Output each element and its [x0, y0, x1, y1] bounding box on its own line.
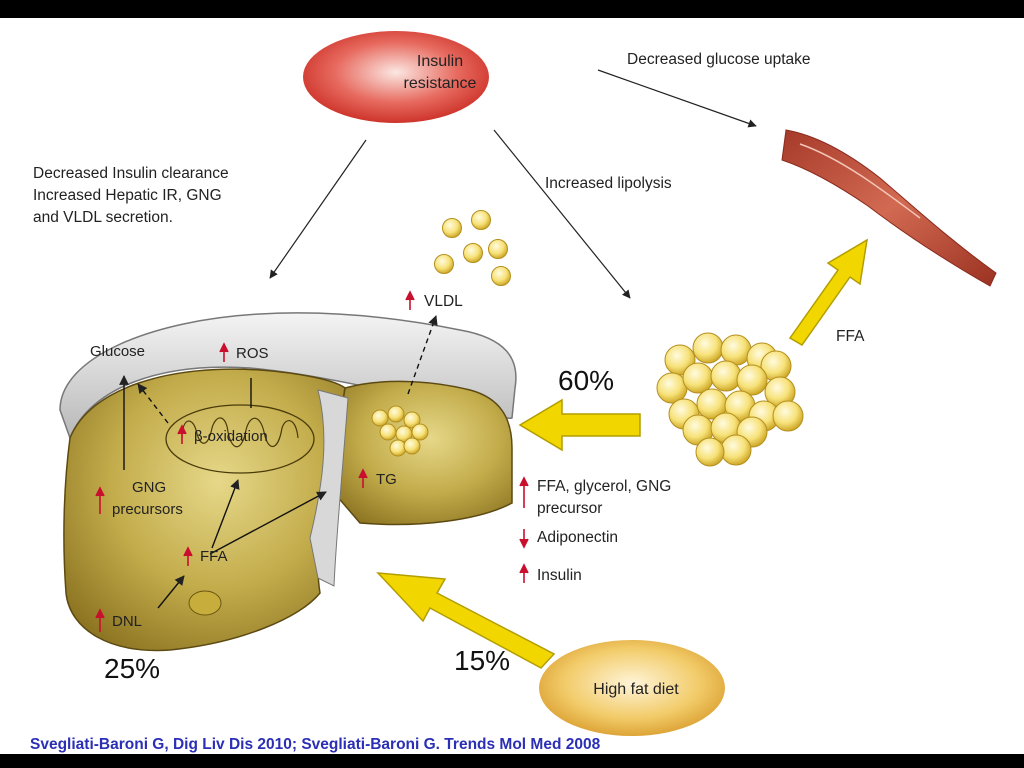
- insulin-resistance-label-line1: Insulin: [417, 53, 463, 70]
- svg-text:VLDL: VLDL: [424, 293, 463, 310]
- adipose-tissue-cluster: [656, 332, 804, 467]
- ffa-to-muscle-label: FFA: [836, 328, 865, 345]
- adipose-effects-list: FFA, glycerol, GNG precursor Adiponectin…: [519, 476, 671, 584]
- liver-tg-droplets: [371, 405, 429, 457]
- percent-diet: 15%: [454, 645, 510, 676]
- svg-text:β-oxidation: β-oxidation: [194, 428, 268, 445]
- percent-adipose: 60%: [558, 365, 614, 396]
- dnl-label: DNL: [95, 608, 142, 632]
- muscle-illustration: [781, 129, 997, 287]
- svg-text:DNL: DNL: [112, 613, 142, 630]
- beta-oxidation-label: β-oxidation: [177, 424, 268, 445]
- decreased-glucose-uptake-label: Decreased glucose uptake: [627, 51, 811, 68]
- vldl-label: VLDL: [405, 290, 463, 310]
- insulin-resistance-label-line2: resistance: [404, 75, 477, 92]
- vldl-droplets: [434, 210, 511, 286]
- ros-label: ROS: [219, 342, 269, 362]
- up-arrow-icon: [177, 424, 187, 444]
- insulin-resistance-node: Insulin resistance: [303, 31, 489, 123]
- arrow-ffa-to-muscle: [788, 238, 868, 346]
- adiponectin-label: Adiponectin: [537, 529, 618, 546]
- svg-text:precursors: precursors: [112, 501, 183, 518]
- svg-text:GNG: GNG: [132, 479, 166, 496]
- up-arrow-icon: [405, 290, 415, 310]
- up-arrow-icon: [519, 563, 529, 583]
- svg-text:FFA: FFA: [200, 548, 228, 565]
- up-arrow-icon: [219, 342, 229, 362]
- up-arrow-icon: [95, 608, 105, 632]
- arrow-to-muscle: [597, 69, 757, 128]
- citation: Svegliati-Baroni G, Dig Liv Dis 2010; Sv…: [30, 736, 601, 753]
- liver-effects-line1: Decreased Insulin clearance: [33, 165, 229, 182]
- arrow-tg-to-vldl: [407, 315, 438, 395]
- up-arrow-icon: [519, 476, 529, 508]
- slide: Insulin resistance Decreased glucose upt…: [0, 18, 1024, 754]
- gng-precursors-label: GNG precursors: [95, 479, 183, 518]
- svg-text:ROS: ROS: [236, 345, 269, 362]
- up-arrow-icon: [358, 468, 368, 488]
- arrow-ffa-to-beta-ox: [211, 479, 240, 549]
- high-fat-diet-label: High fat diet: [593, 681, 679, 698]
- ffa-liver-label: FFA: [183, 546, 228, 566]
- percent-dnl: 25%: [104, 653, 160, 684]
- liver-effects-line3: and VLDL secretion.: [33, 209, 173, 226]
- liver-effects-line2: Increased Hepatic IR, GNG: [33, 187, 222, 204]
- nafld-pathogenesis-diagram: Insulin resistance Decreased glucose upt…: [33, 31, 997, 736]
- up-arrow-icon: [183, 546, 193, 566]
- arrow-to-liver: [269, 139, 367, 279]
- down-arrow-icon: [519, 529, 529, 549]
- tg-label: TG: [358, 468, 397, 488]
- increased-lipolysis-label: Increased lipolysis: [545, 175, 672, 192]
- mitochondrion: [165, 404, 315, 474]
- arrow-adipose-to-liver: [518, 398, 641, 452]
- up-arrow-icon: [95, 486, 105, 514]
- insulin-label: Insulin: [537, 567, 582, 584]
- svg-text:TG: TG: [376, 471, 397, 488]
- liver-illustration: [59, 312, 517, 652]
- glucose-label: Glucose: [90, 343, 145, 360]
- ffa-glycerol-line2: precursor: [537, 500, 602, 517]
- arrow-to-adipose: [493, 129, 631, 299]
- arrow-ffa-to-tg: [209, 491, 327, 555]
- arrow-diet-to-liver: [376, 572, 556, 669]
- high-fat-diet-node: High fat diet: [539, 640, 725, 736]
- arrow-dnl-to-ffa: [157, 575, 185, 609]
- ffa-glycerol-line1: FFA, glycerol, GNG: [537, 478, 671, 495]
